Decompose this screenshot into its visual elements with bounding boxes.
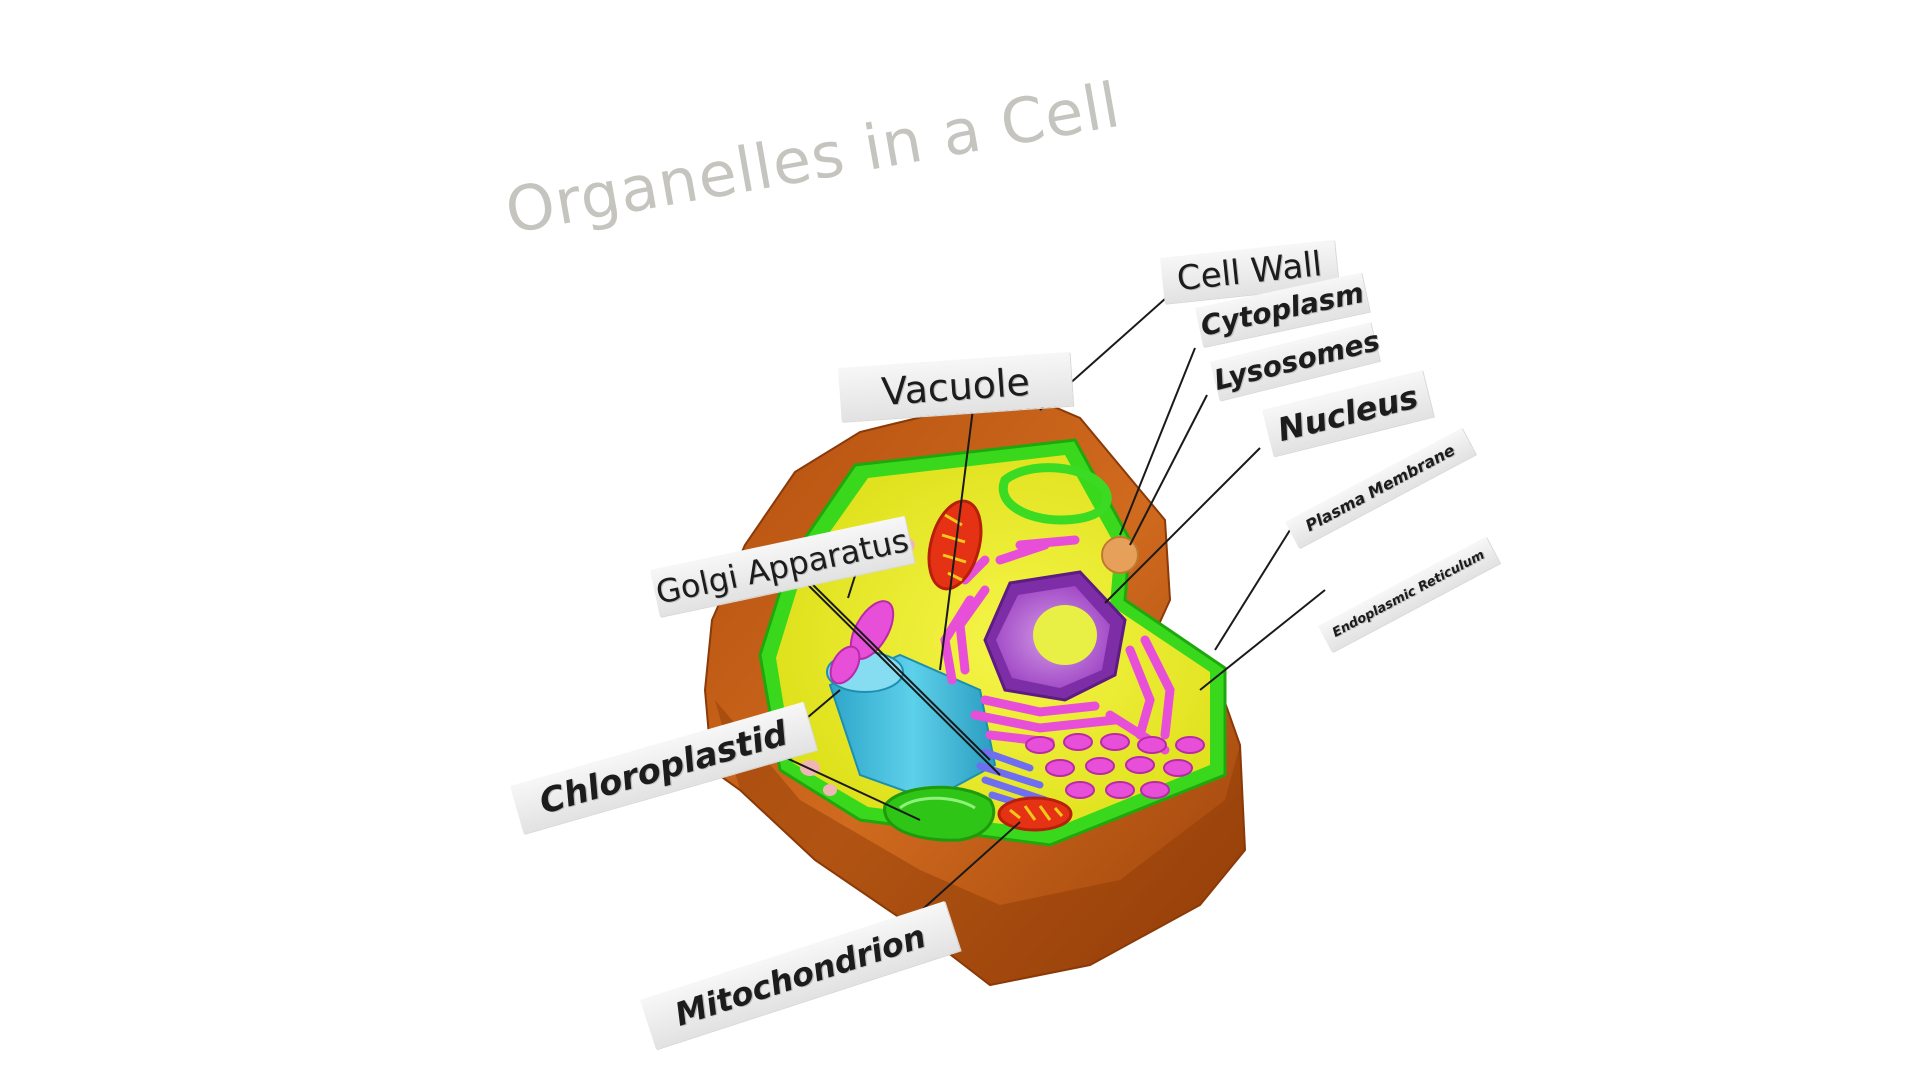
pink-vesicles <box>829 600 895 685</box>
leader-cytoplasm <box>1119 347 1196 536</box>
leader-nucleus <box>1104 447 1261 604</box>
mitochondrion-shape-bottom <box>997 796 1073 832</box>
lysosome-shape <box>1101 536 1139 574</box>
leader-chloroplastid <box>779 754 921 821</box>
nucleolus-shape <box>1033 605 1097 665</box>
leader-golgi-2 <box>799 571 991 761</box>
leader-golgi <box>794 571 1001 776</box>
leader-plasma-membrane <box>1214 529 1291 651</box>
lysosome-shape-4 <box>823 784 837 796</box>
chloroplast-shape-top <box>998 463 1112 525</box>
leader-vacuole <box>939 384 977 671</box>
leader-er <box>1199 589 1326 691</box>
cell-wall-shade <box>715 700 1245 985</box>
leader-lysosomes <box>1129 394 1208 546</box>
ribosome-dots <box>1025 733 1205 799</box>
chloroplast-shape-bottom <box>883 785 996 842</box>
nucleus-shape <box>983 570 1127 702</box>
